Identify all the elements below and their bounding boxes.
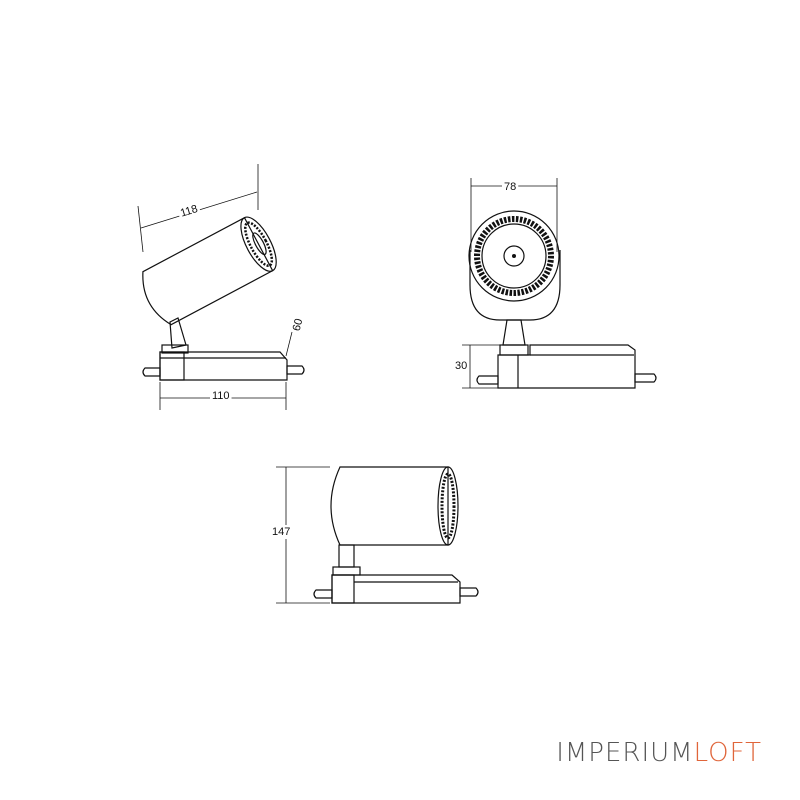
tilted-neck	[169, 317, 187, 349]
front-lamp-body	[469, 250, 561, 321]
front-lug-left	[476, 375, 499, 385]
front-collar	[499, 344, 529, 356]
dim-label-60: 60	[291, 317, 306, 332]
dim-label-bg	[289, 315, 307, 335]
tilted-base-housing	[159, 351, 288, 381]
side-heatsink-fins	[440, 472, 456, 540]
tilted-adapter	[159, 351, 185, 381]
front-base-housing	[497, 344, 636, 389]
dim-label-110: 110	[212, 390, 230, 402]
dim-label-bg	[176, 201, 202, 222]
brand-logo-part1: IMPERIUM	[556, 738, 694, 768]
side-lug-right	[459, 587, 479, 597]
view-tilted-side	[137, 164, 305, 410]
tilted-lamp-body	[142, 216, 277, 326]
view-front	[462, 178, 657, 389]
tilted-collar	[161, 344, 189, 354]
front-neck	[502, 319, 526, 346]
brand-logo: IMPERIUMLOFT	[556, 738, 762, 768]
side-lamp-body	[330, 466, 449, 546]
side-base-housing	[331, 574, 461, 604]
front-heatsink-fins	[474, 216, 554, 296]
front-lug-right	[634, 373, 657, 383]
front-rim	[468, 210, 560, 302]
dim-label-bg	[453, 359, 470, 373]
front-led-lens	[503, 245, 525, 267]
view-side	[276, 466, 479, 604]
dim-label-78: 78	[504, 181, 516, 193]
tilted-lug-right	[286, 365, 305, 375]
dim-label-bg	[210, 389, 232, 403]
brand-logo-part2: LOFT	[693, 738, 762, 768]
dim-label-bg	[270, 525, 293, 539]
dim-label-bg	[502, 180, 519, 194]
dim-label-30: 30	[455, 360, 467, 372]
dim-label-118: 118	[179, 203, 199, 220]
tilted-lug-left	[142, 367, 161, 377]
side-neck	[338, 544, 355, 568]
side-collar	[332, 566, 361, 576]
side-lug-left	[313, 589, 333, 599]
dim-label-147: 147	[272, 526, 290, 538]
